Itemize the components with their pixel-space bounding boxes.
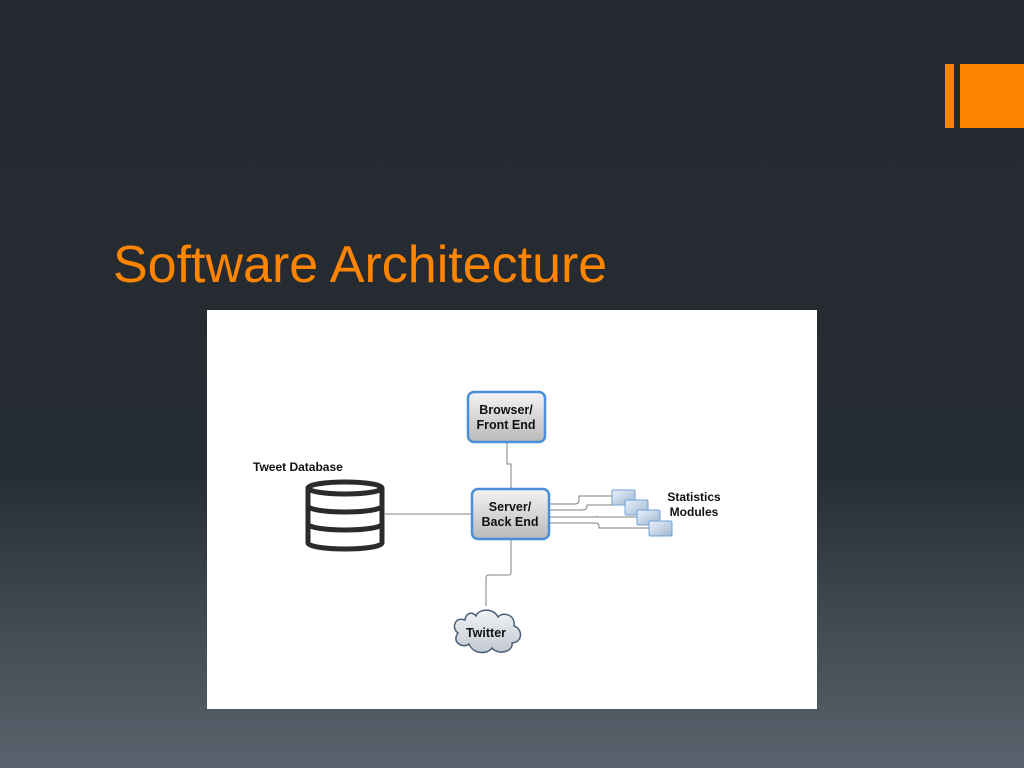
connector-lines <box>385 442 649 606</box>
accent-bar <box>945 64 954 128</box>
edge-server-module-3 <box>550 515 640 518</box>
statistics-label-line2: Modules <box>670 505 719 519</box>
module-stack-icon <box>611 489 673 537</box>
server-label-line2: Back End <box>482 515 539 529</box>
browser-node: Browser/ Front End <box>466 390 547 444</box>
twitter-label: Twitter <box>466 626 506 640</box>
edge-server-module-2 <box>550 504 625 511</box>
server-label-line1: Server/ <box>489 500 532 514</box>
edge-server-module-4 <box>550 522 649 529</box>
edge-server-twitter <box>485 540 512 606</box>
database-label: Tweet Database <box>253 460 343 474</box>
architecture-diagram: Browser/ Front End Server/ Back End Twee… <box>207 310 817 709</box>
tweet-database-node: Tweet Database <box>253 460 385 552</box>
slide-title: Software Architecture <box>113 236 608 294</box>
browser-label-line1: Browser/ <box>479 403 533 417</box>
statistics-modules-node: Statistics Modules <box>611 489 721 537</box>
statistics-label-line1: Statistics <box>667 490 721 504</box>
database-icon <box>305 479 385 552</box>
cloud-icon <box>453 609 522 654</box>
browser-label-line2: Front End <box>476 418 535 432</box>
server-node: Server/ Back End <box>470 487 551 541</box>
twitter-node: Twitter <box>453 609 522 654</box>
edge-server-browser <box>506 442 512 490</box>
accent-block <box>960 64 1024 128</box>
edge-server-module-1 <box>550 495 612 505</box>
